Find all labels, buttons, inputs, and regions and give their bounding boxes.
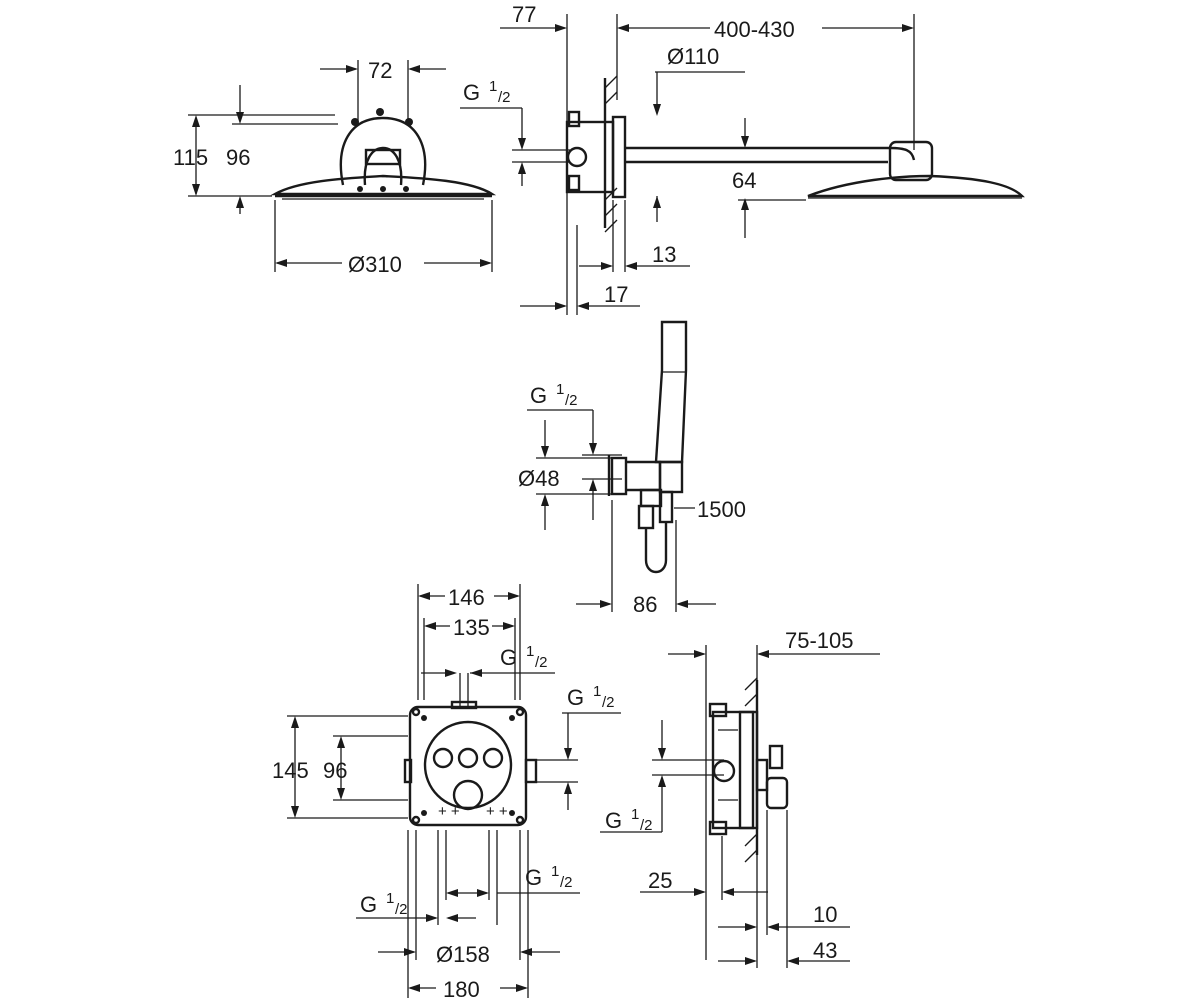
dim-77: 77: [512, 2, 536, 27]
dim-25: 25: [648, 868, 672, 893]
dim-158: Ø158: [436, 942, 490, 967]
g-bl2-sub: /2: [602, 694, 615, 711]
g-bl4-base: G: [360, 892, 377, 917]
g-bl3-sup: 1: [551, 863, 559, 880]
dim-146: 146: [448, 585, 485, 610]
dim-86: 86: [633, 592, 657, 617]
dim-180: 180: [443, 977, 480, 1000]
shower-arm-side-view: 77 400-430 Ø110: [460, 2, 1025, 315]
g-top-sub: /2: [498, 89, 511, 106]
head-shower-front-view: 72 115 96 Ø310: [173, 58, 497, 277]
dim-64: 64: [732, 168, 756, 193]
dim-75-105: 75-105: [785, 628, 854, 653]
g-br-base: G: [605, 808, 622, 833]
dim-96-bottom: 96: [323, 758, 347, 783]
g-bl3-sub: /2: [560, 874, 573, 891]
dim-145: 145: [272, 758, 309, 783]
g-bl3-base: G: [525, 865, 542, 890]
dim-96-top: 96: [226, 145, 250, 170]
g-top-base: G: [463, 80, 480, 105]
thermostat-side-view: 75-105 G 1 /2 25: [600, 628, 880, 968]
dim-110: Ø110: [667, 44, 719, 69]
g-top-sup: 1: [489, 78, 497, 95]
dim-72: 72: [368, 58, 392, 83]
g-br-sup: 1: [631, 806, 639, 823]
dim-48: Ø48: [518, 466, 560, 491]
svg-text:+ +: + +: [486, 803, 508, 820]
dim-400-430: 400-430: [714, 17, 795, 42]
g-mid-sup: 1: [556, 381, 564, 398]
dim-115: 115: [173, 145, 208, 170]
dim-43: 43: [813, 938, 837, 963]
g-bl1-base: G: [500, 645, 517, 670]
thermostat-front-view: 146 135 G 1 /2 + +: [272, 584, 621, 1000]
dim-13: 13: [652, 242, 676, 267]
svg-text:+ +: + +: [438, 803, 460, 820]
dim-10: 10: [813, 902, 837, 927]
g-mid-sub: /2: [565, 392, 578, 409]
g-bl4-sub: /2: [395, 901, 408, 918]
g-bl2-base: G: [567, 685, 584, 710]
dim-135: 135: [453, 615, 490, 640]
dim-17: 17: [604, 282, 628, 307]
g-bl2-sup: 1: [593, 683, 601, 700]
g-mid-base: G: [530, 383, 547, 408]
dim-310: Ø310: [348, 252, 402, 277]
g-br-sub: /2: [640, 817, 653, 834]
g-bl4-sup: 1: [386, 890, 394, 907]
g-bl1-sup: 1: [526, 643, 534, 660]
dim-1500: 1500: [697, 497, 746, 522]
g-bl1-sub: /2: [535, 654, 548, 671]
hand-shower-side-view: G 1 /2 Ø48 1500: [518, 320, 746, 617]
